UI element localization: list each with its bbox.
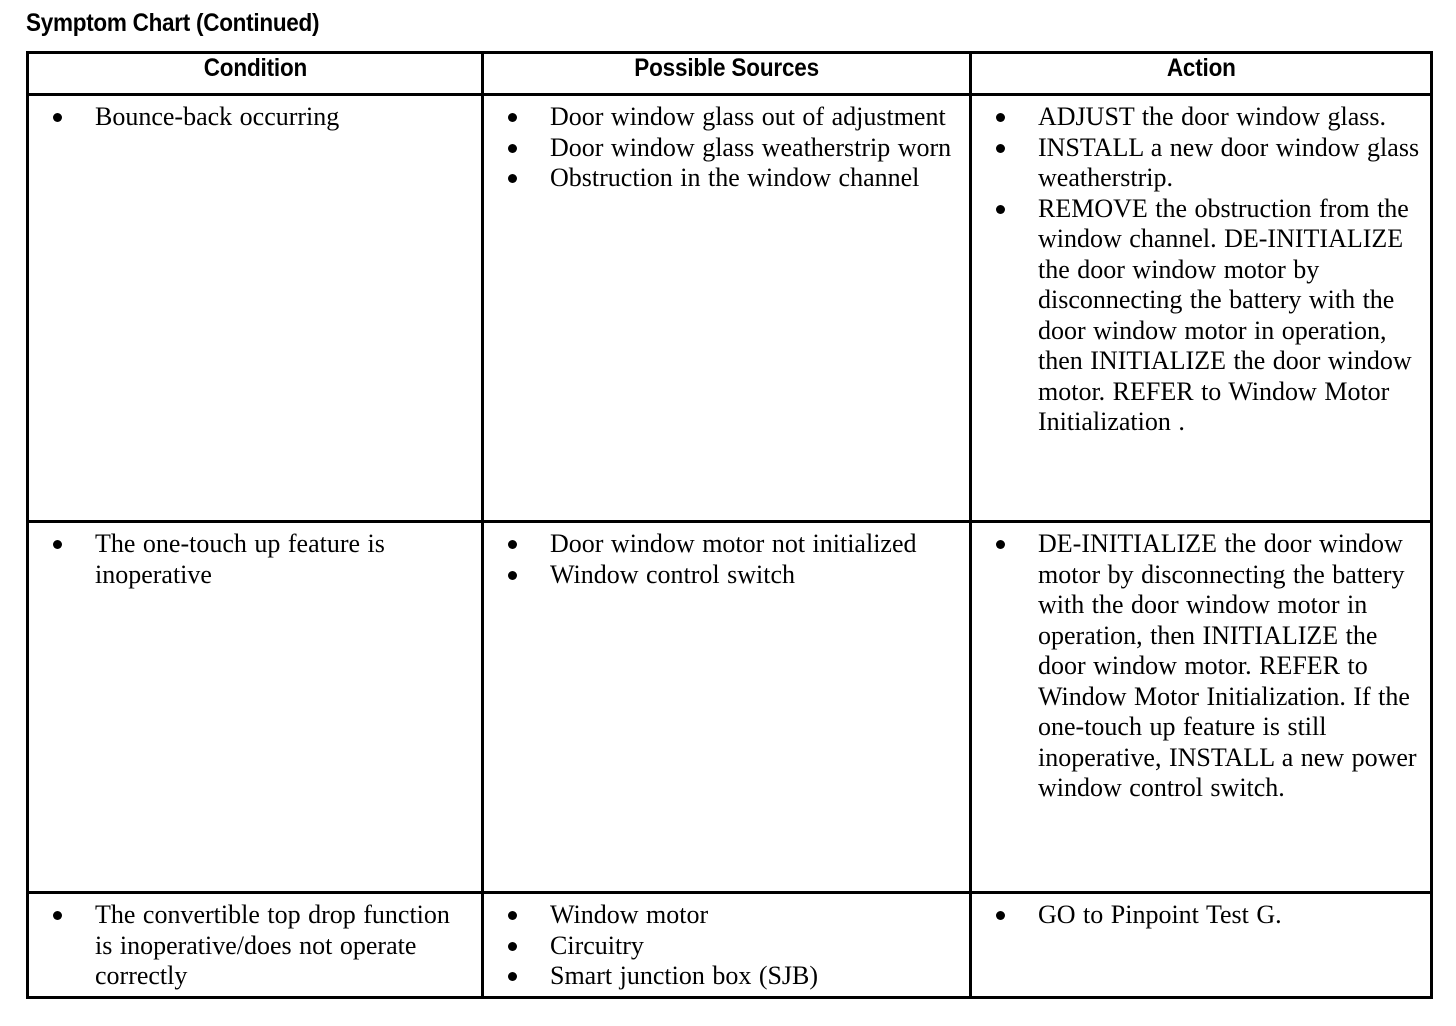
list-item-text: INSTALL a new door window glass weathers… [1038, 132, 1420, 193]
table-row: The convertible top drop function is ino… [26, 891, 1433, 999]
column-header-possible-sources-label: Possible Sources [634, 54, 819, 82]
bullet-icon [53, 911, 62, 920]
list-item-text: GO to Pinpoint Test G. [1038, 900, 1282, 929]
list-item-text: Door window glass out of adjustment [550, 102, 946, 131]
list-item-text: ADJUST the door window glass. [1038, 102, 1387, 131]
list-item: Door window glass weatherstrip worn [492, 133, 961, 164]
action-list: GO to Pinpoint Test G. [980, 900, 1422, 931]
list-item: The one-touch up feature is inoperative [37, 529, 473, 590]
bullet-icon [996, 540, 1005, 549]
list-item: Door window motor not initialized [492, 529, 961, 560]
list-item-text: Window control switch [550, 559, 796, 589]
bullet-icon [53, 540, 62, 549]
bullet-icon [508, 941, 517, 951]
bullet-icon [996, 143, 1005, 153]
list-item: Door window glass out of adjustment [492, 102, 961, 133]
action-list: ADJUST the door window glass. INSTALL a … [980, 102, 1422, 438]
list-item: The convertible top drop function is ino… [37, 900, 473, 992]
table-row: Bounce-back occurring Door window glass … [26, 93, 1433, 523]
bullet-icon [508, 570, 517, 580]
condition-list: Bounce-back occurring [37, 102, 473, 133]
bullet-icon [996, 911, 1005, 920]
page-title: Symptom Chart (Continued) [26, 9, 320, 37]
list-item: Window control switch [492, 560, 961, 591]
list-item-text: The convertible top drop function is ino… [95, 900, 450, 990]
column-header-condition-label: Condition [203, 54, 307, 82]
column-header-action: Action [969, 51, 1433, 96]
bullet-icon [996, 113, 1005, 122]
condition-list: The convertible top drop function is ino… [37, 900, 473, 992]
list-item-text: REMOVE the obstruction from the window c… [1038, 193, 1412, 437]
cell-action: ADJUST the door window glass. INSTALL a … [969, 93, 1433, 523]
list-item: Obstruction in the window channel [492, 163, 961, 194]
list-item: Window motor [492, 900, 961, 931]
bullet-icon [508, 143, 517, 153]
list-item-text: Obstruction in the window channel [550, 163, 920, 192]
cell-action: GO to Pinpoint Test G. [969, 891, 1433, 999]
column-header-condition: Condition [26, 51, 484, 96]
list-item-text: Bounce-back occurring [95, 102, 340, 131]
list-item: Smart junction box (SJB) [492, 961, 961, 992]
list-item: DE-INITIALIZE the door window motor by d… [980, 529, 1422, 804]
possible-sources-list: Door window glass out of adjustment Door… [492, 102, 961, 194]
bullet-icon [53, 113, 62, 122]
list-item: INSTALL a new door window glass weathers… [980, 133, 1422, 194]
list-item-text: DE-INITIALIZE the door window motor by d… [1038, 529, 1417, 802]
cell-condition: Bounce-back occurring [26, 93, 484, 523]
bullet-icon [996, 204, 1005, 214]
list-item-text: Door window motor not initialized [550, 529, 917, 558]
bullet-icon [508, 972, 517, 981]
cell-condition: The convertible top drop function is ino… [26, 891, 484, 999]
list-item-text: Window motor [550, 900, 709, 929]
list-item: ADJUST the door window glass. [980, 102, 1422, 133]
bullet-icon [508, 911, 517, 920]
possible-sources-list: Window motor Circuitry Smart junction bo… [492, 900, 961, 992]
table-header-row: Condition Possible Sources Action [26, 51, 1433, 96]
cell-action: DE-INITIALIZE the door window motor by d… [969, 520, 1433, 894]
list-item: GO to Pinpoint Test G. [980, 900, 1422, 931]
action-list: DE-INITIALIZE the door window motor by d… [980, 529, 1422, 804]
symptom-chart-table: Condition Possible Sources Action Bounce… [26, 51, 1433, 999]
cell-condition: The one-touch up feature is inoperative [26, 520, 484, 894]
cell-possible-sources: Door window glass out of adjustment Door… [481, 93, 972, 523]
list-item-text: Door window glass weatherstrip worn [550, 132, 952, 162]
bullet-icon [508, 174, 517, 183]
possible-sources-list: Door window motor not initialized Window… [492, 529, 961, 590]
cell-possible-sources: Window motor Circuitry Smart junction bo… [481, 891, 972, 999]
column-header-possible-sources: Possible Sources [481, 51, 972, 96]
list-item: REMOVE the obstruction from the window c… [980, 194, 1422, 438]
list-item-text: Smart junction box (SJB) [550, 961, 819, 990]
list-item-text: The one-touch up feature is inoperative [95, 529, 385, 589]
list-item: Bounce-back occurring [37, 102, 473, 133]
column-header-action-label: Action [1166, 54, 1236, 82]
list-item-text: Circuitry [550, 930, 644, 960]
list-item: Circuitry [492, 931, 961, 962]
table-row: The one-touch up feature is inoperative … [26, 520, 1433, 894]
bullet-icon [508, 113, 517, 122]
cell-possible-sources: Door window motor not initialized Window… [481, 520, 972, 894]
bullet-icon [508, 540, 517, 549]
condition-list: The one-touch up feature is inoperative [37, 529, 473, 590]
